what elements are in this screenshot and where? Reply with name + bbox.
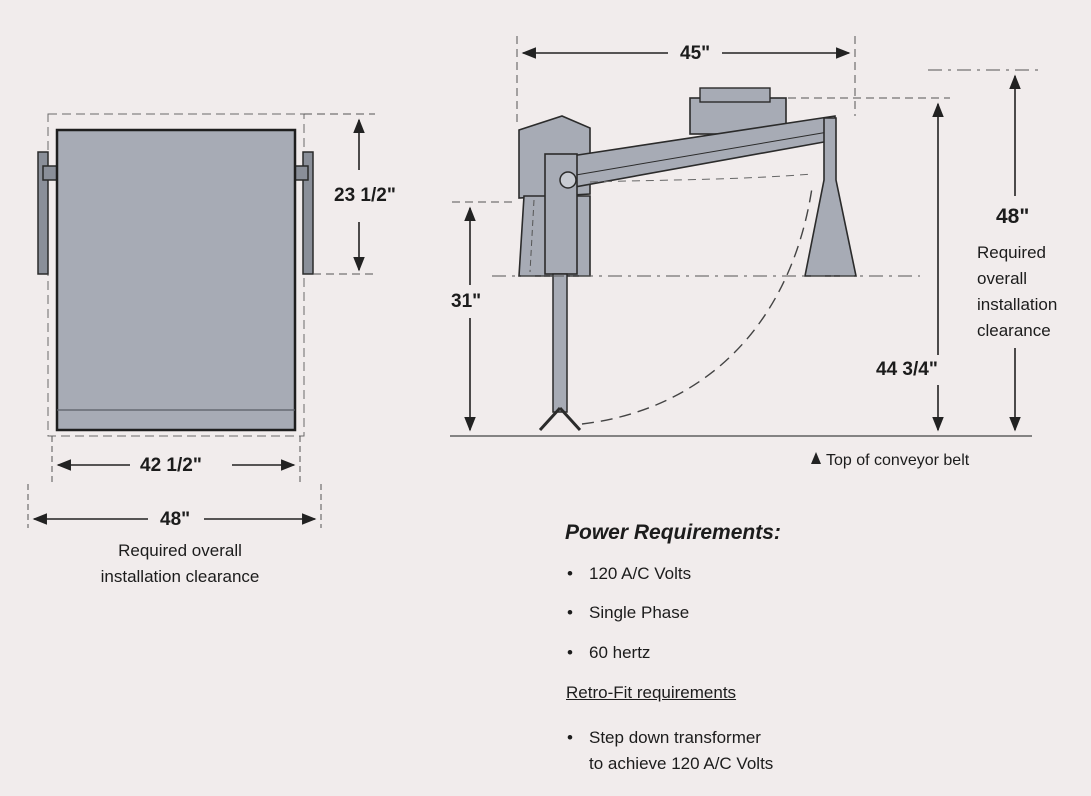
dim-45-label: 45" <box>680 43 711 64</box>
left-bracket <box>37 151 58 275</box>
right-bracket <box>293 151 314 275</box>
front-clearance-line2: installation clearance <box>100 567 260 586</box>
swing-arc <box>581 187 813 425</box>
plow-arm <box>552 273 568 413</box>
pivot-post <box>544 153 578 275</box>
dim-42-half-label: 42 1/2" <box>140 455 202 476</box>
dim-48-front-label: 48" <box>160 509 191 530</box>
power-item: •Single Phase <box>567 603 690 622</box>
power-heading: Power Requirements: <box>565 521 781 544</box>
side-clearance-line3: installation <box>977 295 1058 314</box>
retrofit-item: •Step down transformer to achieve 120 A/… <box>567 725 773 777</box>
conveyor-pointer-icon <box>811 452 821 464</box>
dim-31-label: 31" <box>451 291 482 312</box>
front-clearance-line1: Required overall <box>118 541 242 560</box>
bullet-icon: • <box>567 564 573 583</box>
bullet-icon: • <box>567 643 573 662</box>
bullet-icon: • <box>567 603 573 622</box>
right-leg <box>804 117 857 277</box>
power-item: •120 A/C Volts <box>567 564 692 583</box>
plow-blade <box>538 406 582 432</box>
side-view-diagram <box>450 36 1040 464</box>
dim-44-label: 44 3/4" <box>876 359 938 380</box>
power-item: •60 hertz <box>567 643 651 662</box>
front-view-diagram <box>27 113 375 528</box>
retrofit-heading: Retro-Fit requirements <box>566 683 737 702</box>
front-clearance-note: Required overall installation clearance <box>60 538 300 590</box>
dim-23-half-label: 23 1/2" <box>334 185 396 206</box>
bullet-icon: • <box>567 728 573 747</box>
dim-48-side-label: 48" <box>996 205 1030 228</box>
side-clearance-line1: Required <box>977 243 1046 262</box>
front-panel <box>55 128 297 432</box>
conveyor-label: Top of conveyor belt <box>826 452 970 469</box>
side-clearance-note: Required overall installation clearance <box>977 240 1057 344</box>
pivot-wheel <box>559 171 577 189</box>
side-clearance-line4: clearance <box>977 321 1051 340</box>
front-clearance-outline <box>47 113 305 437</box>
side-clearance-line2: overall <box>977 269 1028 288</box>
